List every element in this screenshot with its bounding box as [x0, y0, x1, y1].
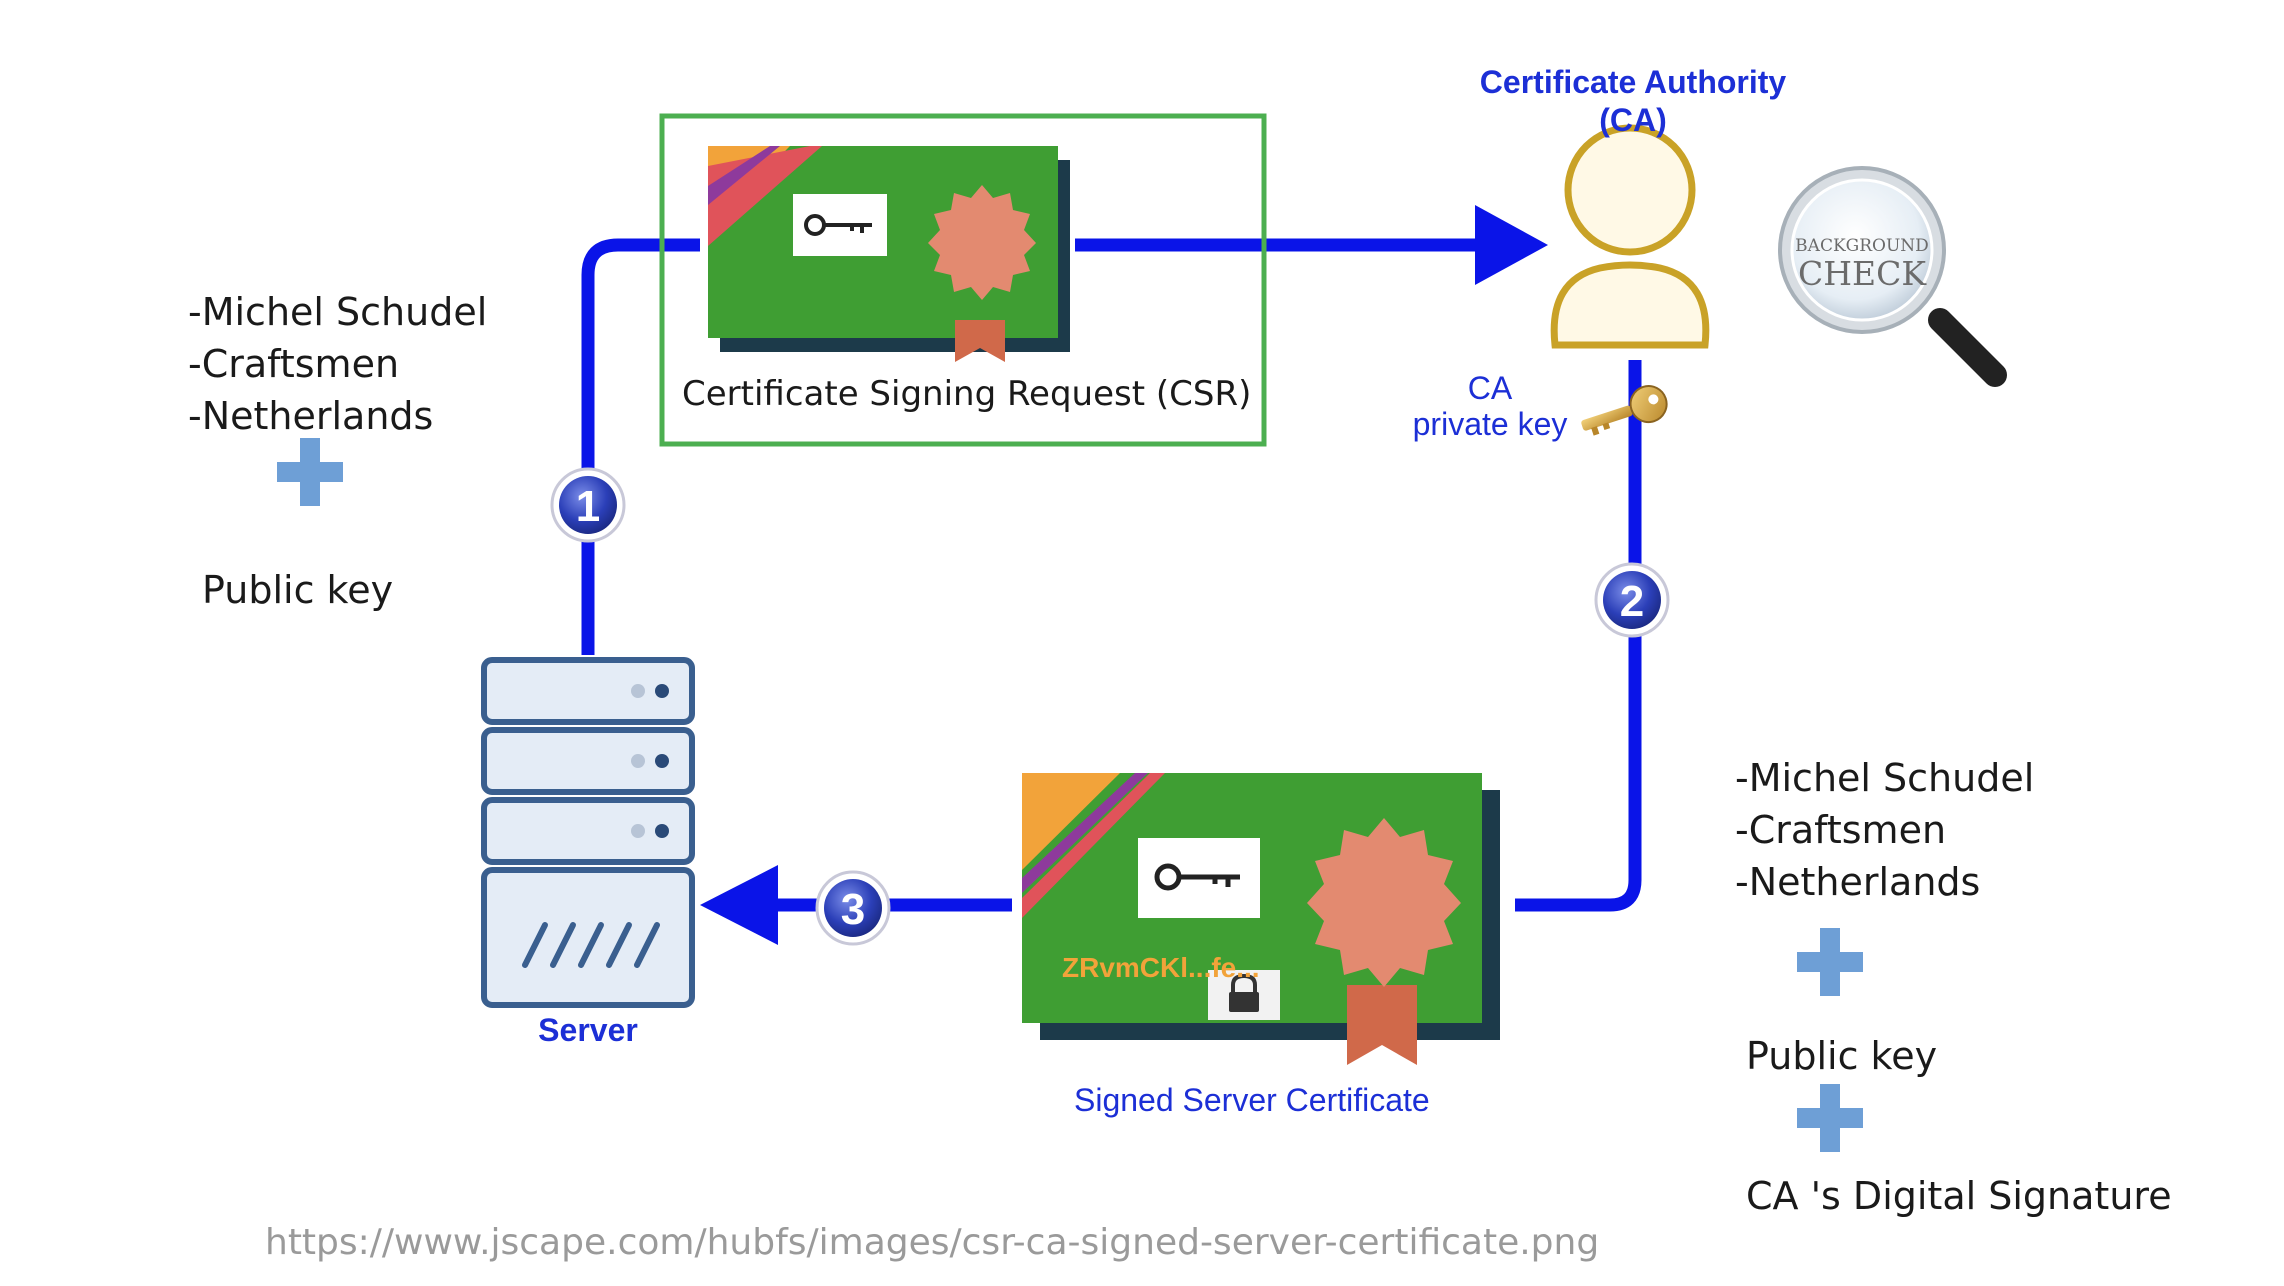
left-public-key-label: Public key	[202, 568, 394, 612]
step-badge-1	[550, 467, 626, 543]
right-attribute-company: -Craftsmen	[1735, 808, 1947, 852]
server-lights	[631, 684, 669, 838]
step-badge-3	[815, 870, 891, 946]
csr-seal-icon	[928, 185, 1036, 300]
csr-seal-ribbon	[955, 320, 1005, 362]
ca-person-icon	[1550, 124, 1710, 349]
step-number-2: 2	[1619, 577, 1645, 626]
csr-highlight-box	[659, 113, 1267, 447]
left-attribute-company: -Craftsmen	[188, 342, 400, 386]
background-check-icon	[1778, 166, 2007, 387]
step-number-3: 3	[840, 885, 866, 934]
plus-icon	[277, 438, 343, 506]
signed-certificate-icon	[1022, 773, 1500, 1065]
signed-seal-ribbon	[1347, 985, 1417, 1065]
step-badge-2	[1594, 562, 1670, 638]
signed-seal-icon	[1307, 818, 1461, 987]
left-attribute-country: -Netherlands	[188, 394, 434, 438]
ca-title-abbrev: (CA)	[1599, 102, 1667, 138]
ca-key-label: CA	[1467, 370, 1513, 406]
key-icon	[1154, 863, 1240, 891]
step-number-1: 1	[575, 482, 601, 531]
arrow-head-to-server	[700, 865, 778, 945]
right-digital-signature-label: CA 's Digital Signature	[1746, 1174, 2172, 1218]
csr-certificate-icon	[708, 146, 1070, 362]
ca-title: Certificate Authority	[1479, 64, 1787, 100]
signature-text: ZRvmCKl...fe...	[1062, 952, 1260, 983]
source-url: https://www.jscape.com/hubfs/images/csr-…	[265, 1222, 1600, 1263]
ca-private-key-icon	[1581, 385, 1668, 436]
server-label: Server	[538, 1012, 638, 1048]
background-check-label-top: BACKGROUND	[1795, 236, 1929, 256]
server-vent-lines	[522, 922, 660, 968]
plus-icon	[1797, 1084, 1863, 1152]
flow-line-server-to-csr	[581, 238, 700, 655]
signed-certificate-label: Signed Server Certificate	[1074, 1082, 1430, 1118]
right-public-key-label: Public key	[1746, 1034, 1938, 1078]
left-attribute-name: -Michel Schudel	[188, 290, 488, 334]
csr-label: Certificate Signing Request (CSR)	[682, 374, 1252, 414]
server-icon	[481, 657, 695, 1008]
plus-icon	[1797, 928, 1863, 996]
flow-lines	[581, 238, 1642, 912]
flow-line-ca-to-certificate	[1515, 360, 1642, 912]
right-attribute-name: -Michel Schudel	[1735, 756, 2035, 800]
background-check-label: CHECK	[1797, 254, 1927, 293]
arrow-head-to-ca	[1475, 205, 1548, 285]
ca-private-key-label: private key	[1412, 406, 1568, 442]
right-attribute-country: -Netherlands	[1735, 860, 1981, 904]
key-icon	[804, 214, 872, 236]
lock-icon	[1229, 973, 1259, 1012]
